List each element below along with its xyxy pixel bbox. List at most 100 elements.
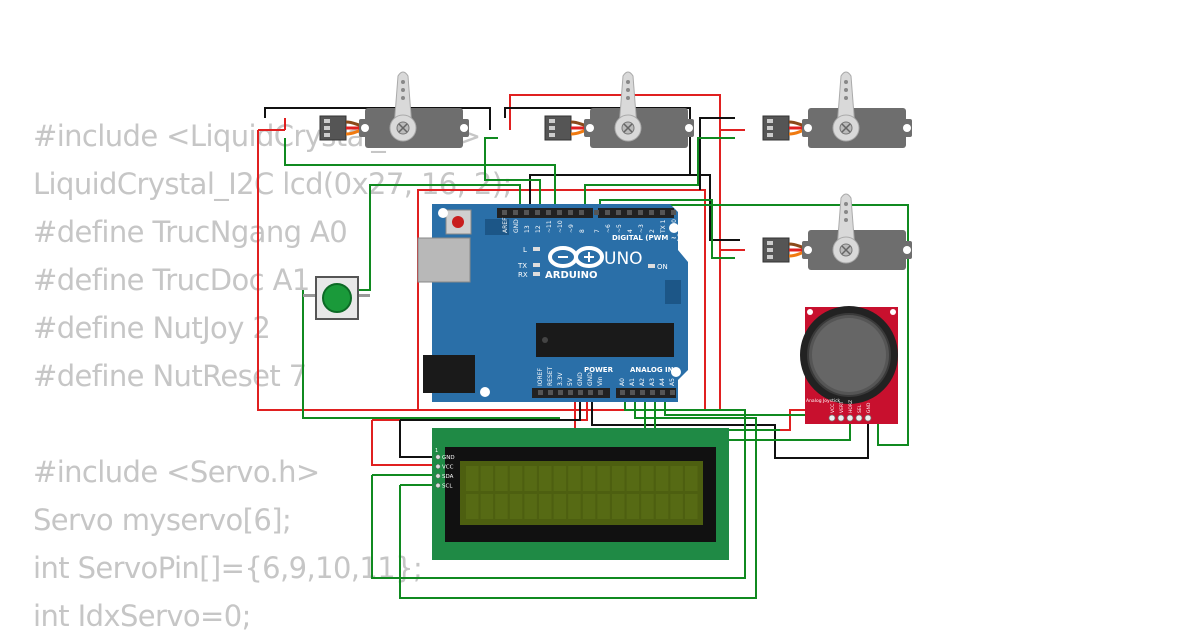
lcd-pin-label: SDA <box>442 474 454 480</box>
power-pin-label: IOREF <box>537 368 544 386</box>
lcd-cell <box>553 494 567 519</box>
lcd-cell <box>612 494 625 519</box>
code-line-11: int IdxServo=0; <box>33 599 251 633</box>
joystick-name: Analog Joystick <box>806 398 841 404</box>
lcd-pin-label: SCL <box>442 484 453 490</box>
lcd-cell <box>626 494 640 519</box>
wire-black-lcd-gnd <box>399 420 438 458</box>
tx-label: TX <box>517 262 527 270</box>
power-pin-label: 5V <box>567 377 574 386</box>
joystick-pin-label: VERT <box>839 401 845 413</box>
code-line-9: Servo myservo[6]; <box>33 503 292 537</box>
l-label: L <box>523 246 527 254</box>
digital-pin-label: 7 <box>594 229 601 233</box>
analog-header <box>616 388 676 398</box>
wire-red-lcd-vcc <box>371 420 438 466</box>
digital-pin-label: ~11 <box>546 220 553 233</box>
wire-green-servo1 <box>284 138 556 210</box>
joystick-pin-label: VCC <box>830 404 836 413</box>
analog-pin-label: A5 <box>669 378 676 386</box>
board-brand: ARDUINO <box>545 270 597 281</box>
lcd-pin <box>435 454 441 460</box>
rx-label: RX <box>518 271 528 279</box>
code-line-10: int ServoPin[]={6,9,10,11}; <box>33 551 423 585</box>
digital-pin-label: ~10 <box>557 220 564 233</box>
code-line-4: #define TrucDoc A1 <box>33 263 310 297</box>
digital-pin-label: RX 0 <box>671 219 678 233</box>
wire-red-rail <box>257 94 721 411</box>
board-model: UNO <box>604 249 643 269</box>
lcd-cell <box>641 494 654 519</box>
lcd-cell <box>597 494 610 519</box>
code-line-5: #define NutJoy 2 <box>33 311 271 345</box>
power-label: POWER <box>584 366 614 374</box>
lcd-cell <box>568 494 581 519</box>
digital-pin-label: 12 <box>535 225 542 233</box>
lcd-cell <box>495 466 508 491</box>
lcd-pin-label: VCC <box>442 465 454 471</box>
wire-green-joystick-vert <box>654 390 851 441</box>
lcd-cell <box>524 466 537 491</box>
servo-1 <box>318 70 471 150</box>
push-button <box>303 276 370 320</box>
lcd-pin <box>435 464 441 469</box>
lcd-cell <box>655 466 669 491</box>
analog-pin-label: A1 <box>629 378 636 386</box>
lcd-cell <box>539 466 552 491</box>
joystick-pin-label: GND <box>866 402 872 413</box>
servo-3 <box>761 70 914 150</box>
lcd-cell <box>641 466 654 491</box>
lcd-cell <box>670 466 683 491</box>
lcd-cell <box>685 494 698 519</box>
analog-pin-label: A2 <box>639 378 646 386</box>
joystick-pin <box>828 414 836 422</box>
joystick-pin <box>846 414 854 422</box>
lcd-cell <box>655 494 669 519</box>
lcd-pin-one: 1 <box>435 448 438 454</box>
lcd-character-cells <box>466 466 698 519</box>
lcd-cell <box>582 466 596 491</box>
lcd-cell <box>597 466 610 491</box>
code-line-8: #include <Servo.h> <box>33 455 320 489</box>
wire-green-servo3 <box>584 137 735 210</box>
digital-pin-label: GND <box>513 219 520 233</box>
lcd-cell <box>524 494 537 519</box>
lcd-cell <box>685 466 698 491</box>
analog-label: ANALOG IN <box>630 366 674 374</box>
digital-header-right <box>598 208 674 218</box>
lcd-pin <box>435 483 441 488</box>
power-pin-label: Vin <box>597 376 604 386</box>
digital-pin-label: AREF <box>502 217 509 233</box>
power-pin-label: GND <box>577 372 584 386</box>
lcd-cell <box>509 466 523 491</box>
digital-pin-label: 4 <box>627 229 634 233</box>
servo-2 <box>543 70 696 150</box>
digital-pin-label: TX 1 <box>660 219 667 234</box>
power-pin-label: RESET <box>547 366 554 386</box>
analog-pin-label: A3 <box>649 378 656 386</box>
digital-pin-label: 2 <box>649 229 656 233</box>
wire-black-joystick <box>591 390 869 459</box>
wire-green-lcd-scl <box>399 390 757 599</box>
digital-header-left <box>497 208 593 218</box>
digital-pin-label: ~9 <box>568 224 575 233</box>
arduino-infinity-logo <box>548 246 604 268</box>
joystick-pin-label: HORZ <box>848 400 854 413</box>
lcd-cell <box>495 494 508 519</box>
lcd-cell <box>626 466 640 491</box>
digital-label: DIGITAL (PWM ~) <box>612 234 680 242</box>
joystick-pin <box>864 414 872 422</box>
lcd-pin <box>435 473 441 479</box>
joystick-pin-label: SEL <box>857 404 863 413</box>
on-label: ON <box>657 263 668 271</box>
arduino-uno-board: UNO ARDUINO DIGITAL (PWM ~) POWER ANALOG… <box>417 204 688 402</box>
lcd-cell <box>480 466 494 491</box>
power-pin-label: 3.3V <box>557 371 564 386</box>
analog-pin-label: A0 <box>619 378 626 386</box>
